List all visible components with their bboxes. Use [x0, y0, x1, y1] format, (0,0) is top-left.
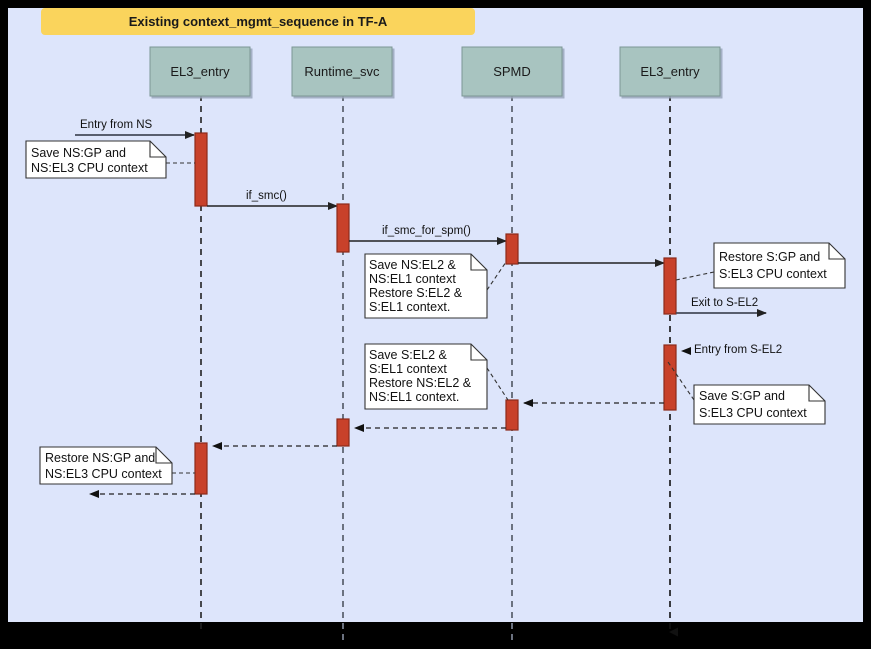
note-line: NS:EL1 context — [369, 272, 456, 286]
note-line: NS:EL3 CPU context — [31, 161, 148, 175]
title-banner-background — [41, 8, 475, 35]
lifeline-label-runtime-svc: Runtime_svc — [304, 64, 380, 79]
note-fold — [155, 447, 172, 464]
activation-runtime-svc-1[interactable] — [336, 203, 350, 253]
message-exit-to-s-el2[interactable]: Exit to S-EL2 — [676, 295, 767, 317]
note-line: Restore NS:EL2 & — [369, 376, 472, 390]
lifeline-box[interactable] — [149, 46, 251, 97]
lifeline-label-el3-entry-ns: EL3_entry — [170, 64, 230, 79]
note-body[interactable] — [364, 343, 488, 410]
activation-el3-entry-ns-1[interactable] — [194, 132, 208, 207]
note-save-s-el2[interactable]: Save S:EL2 & S:EL1 context Restore NS:EL… — [364, 343, 509, 410]
activation-el3-entry-s-1[interactable] — [663, 257, 677, 315]
lifeline-head-el3-entry-s[interactable]: EL3_entry — [619, 46, 721, 97]
note-save-ns-gp[interactable]: Save NS:GP and NS:EL3 CPU context — [25, 140, 195, 179]
activation-spmd-2[interactable] — [505, 399, 519, 431]
message-label-exit-to-s-el2: Exit to S-EL2 — [691, 297, 758, 309]
message-if-smc-for-spm[interactable]: if_smc_for_spm() — [349, 223, 507, 245]
note-fold — [808, 385, 825, 402]
note-line: NS:EL3 CPU context — [45, 467, 162, 481]
note-fold — [470, 254, 487, 271]
lifeline-head-el3-entry-ns[interactable]: EL3_entry — [149, 46, 251, 97]
activation-bar[interactable] — [505, 233, 519, 265]
note-line: Save S:EL2 & — [369, 348, 447, 362]
message-label-backdrop — [75, 116, 167, 131]
note-line: Save NS:GP and — [31, 146, 126, 160]
lifeline-box[interactable] — [619, 46, 721, 97]
activation-spmd-1[interactable] — [505, 233, 519, 265]
note-line: Save S:GP and — [699, 389, 785, 403]
note-body[interactable] — [693, 384, 826, 425]
note-save-ns-el2[interactable]: Save NS:EL2 & NS:EL1 context Restore S:E… — [364, 253, 507, 319]
note-fold — [828, 243, 845, 260]
note-body[interactable] — [364, 253, 488, 319]
note-connector — [486, 367, 509, 401]
note-restore-s-gp[interactable]: Restore S:GP and S:EL3 CPU context — [675, 242, 846, 289]
activation-el3-entry-s-2[interactable] — [663, 344, 677, 411]
lifeline-head-runtime-svc[interactable]: Runtime_svc — [291, 46, 393, 97]
lifeline-box[interactable] — [461, 46, 563, 97]
message-label-if-smc-for-spm: if_smc_for_spm() — [382, 225, 471, 237]
note-fold — [149, 141, 166, 158]
activation-bar[interactable] — [336, 203, 350, 253]
note-line: NS:EL1 context. — [369, 390, 459, 404]
message-label-entry-from-ns: Entry from NS — [80, 119, 153, 131]
note-body[interactable] — [713, 242, 846, 289]
lifeline-box[interactable] — [291, 46, 393, 97]
note-line: S:EL1 context. — [369, 300, 450, 314]
note-line: S:EL1 context — [369, 362, 447, 376]
lifeline-label-el3-entry-s: EL3_entry — [640, 64, 700, 79]
lifeline-label-spmd: SPMD — [493, 64, 531, 79]
note-save-s-gp[interactable]: Save S:GP and S:EL3 CPU context — [667, 361, 826, 425]
lifeline-head-spmd[interactable]: SPMD — [461, 46, 563, 97]
note-restore-ns-gp[interactable]: Restore NS:GP and NS:EL3 CPU context — [39, 446, 195, 485]
note-line: S:EL3 CPU context — [699, 406, 807, 420]
message-if-smc[interactable]: if_smc() — [207, 188, 338, 210]
note-line: Restore S:GP and — [719, 250, 820, 264]
activation-bar[interactable] — [663, 257, 677, 315]
activation-bar[interactable] — [194, 442, 208, 495]
note-connector — [486, 261, 507, 291]
note-line: S:EL3 CPU context — [719, 267, 827, 281]
activation-bar[interactable] — [336, 418, 350, 447]
message-label-backdrop — [378, 223, 474, 237]
activation-runtime-svc-2[interactable] — [336, 418, 350, 447]
title-banner: Existing context_mgmt_sequence in TF-A — [41, 8, 475, 35]
message-entry-from-ns[interactable]: Entry from NS — [75, 116, 195, 139]
message-label-backdrop — [692, 342, 784, 356]
note-line: Restore NS:GP and — [45, 451, 155, 465]
message-label-if-smc: if_smc() — [246, 190, 287, 202]
note-line: Save NS:EL2 & — [369, 258, 457, 272]
note-connector — [667, 361, 695, 401]
activation-bar[interactable] — [663, 344, 677, 411]
activation-bar[interactable] — [194, 132, 208, 207]
title-label: Existing context_mgmt_sequence in TF-A — [129, 14, 388, 29]
activation-el3-entry-ns-2[interactable] — [194, 442, 208, 495]
activation-bar[interactable] — [505, 399, 519, 431]
message-label-backdrop — [688, 295, 762, 309]
note-body[interactable] — [25, 140, 167, 179]
message-entry-from-s-el2[interactable]: Entry from S-EL2 — [681, 342, 784, 356]
message-label-entry-from-s-el2: Entry from S-EL2 — [694, 344, 782, 356]
note-fold — [470, 344, 487, 361]
message-label-backdrop — [242, 188, 298, 202]
note-line: Restore S:EL2 & — [369, 286, 463, 300]
